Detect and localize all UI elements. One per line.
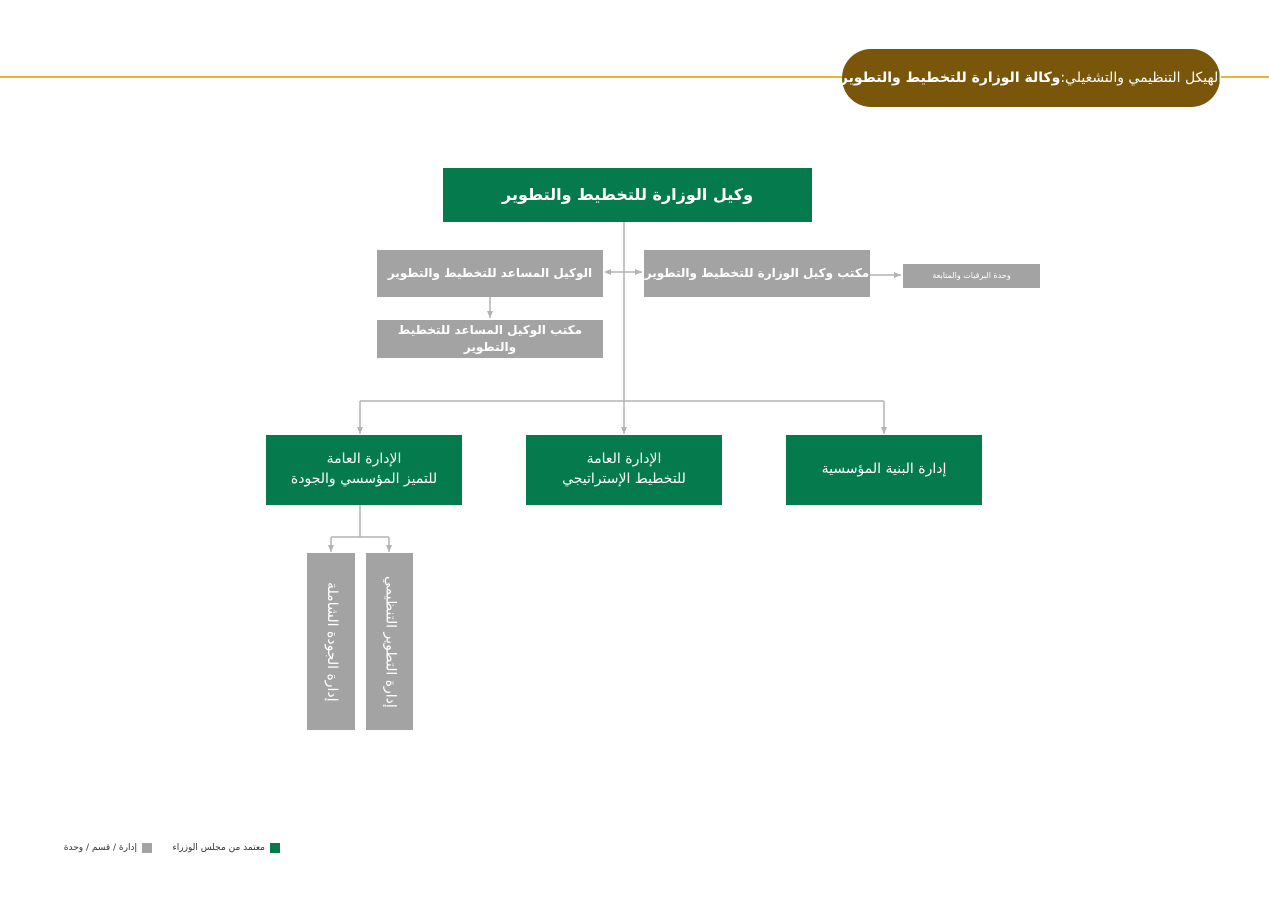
header-banner: الهيكل التنظيمي والتشغيلي: وكالة الوزارة… — [839, 49, 1223, 107]
node-total-quality-label: إدارة الجودة الشاملة — [323, 581, 340, 702]
node-telegrams-unit: وحدة البرقيات والمتابعة — [903, 264, 1040, 288]
node-excellence-line1: الإدارة العامة — [326, 451, 402, 468]
legend-approved-swatch — [270, 843, 280, 853]
node-total-quality: إدارة الجودة الشاملة — [307, 553, 355, 730]
header-prefix: الهيكل التنظيمي والتشغيلي: — [1060, 70, 1223, 86]
node-deputy-label: وكيل الوزارة للتخطيط والتطوير — [501, 184, 754, 204]
node-structure-label: إدارة البنية المؤسسية — [821, 461, 947, 478]
node-org-development: إدارة التطوير التنظيمي — [366, 553, 413, 730]
legend-approved: معتمد من مجلس الوزراء — [160, 841, 280, 855]
node-strategic-line2: للتخطيط الإستراتيجي — [562, 471, 686, 487]
legend-unit: إدارة / قسم / وحدة — [60, 841, 152, 855]
node-strategic-planning: الإدارة العامة للتخطيط الإستراتيجي — [526, 435, 722, 505]
node-excellence-quality: الإدارة العامة للتميز المؤسسي والجودة — [266, 435, 462, 505]
node-excellence-line2: للتميز المؤسسي والجودة — [290, 471, 438, 487]
legend-unit-swatch — [142, 843, 152, 853]
node-deputy: وكيل الوزارة للتخطيط والتطوير — [443, 168, 812, 222]
node-org-dev-label: إدارة التطوير التنظيمي — [382, 575, 399, 708]
node-assistant-deputy-label: الوكيل المساعد للتخطيط والتطوير — [387, 266, 593, 281]
node-institutional-structure: إدارة البنية المؤسسية — [786, 435, 982, 505]
legend-approved-label: معتمد من مجلس الوزراء — [172, 843, 265, 853]
node-strategic-line1: الإدارة العامة — [586, 451, 662, 468]
node-assistant-office-label: مكتب الوكيل المساعد للتخطيط والتطوير — [397, 323, 583, 354]
header-title: وكالة الوزارة للتخطيط والتطوير — [839, 70, 1061, 86]
header-rule-right — [1218, 76, 1269, 78]
header-rule-left — [0, 76, 845, 78]
node-assistant-deputy: الوكيل المساعد للتخطيط والتطوير — [377, 250, 603, 297]
node-telegrams-unit-label: وحدة البرقيات والمتابعة — [932, 271, 1011, 281]
legend-unit-label: إدارة / قسم / وحدة — [63, 843, 137, 853]
node-assistant-office: مكتب الوكيل المساعد للتخطيط والتطوير — [377, 320, 603, 358]
node-deputy-office: مكتب وكيل الوزارة للتخطيط والتطوير — [644, 250, 870, 297]
node-deputy-office-label: مكتب وكيل الوزارة للتخطيط والتطوير — [644, 266, 870, 281]
